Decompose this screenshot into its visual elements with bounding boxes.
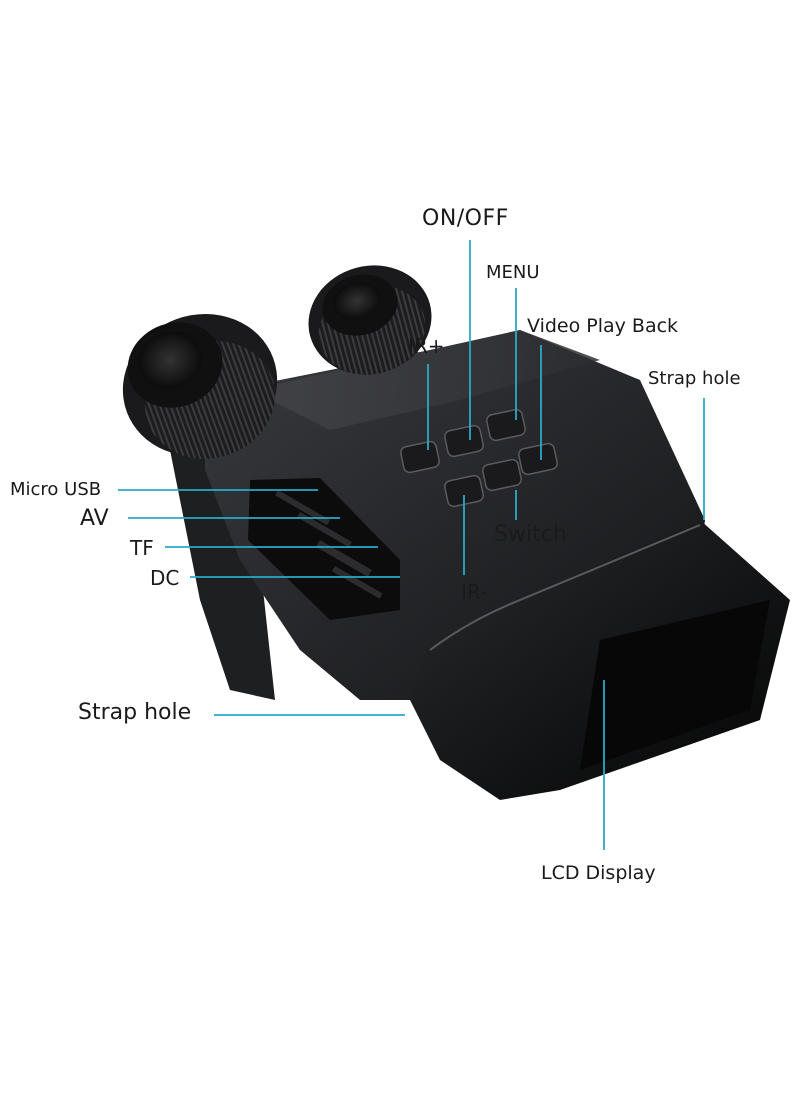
label-strap-hole-top: Strap hole: [648, 368, 741, 389]
right-eyepiece: [308, 265, 432, 375]
label-dc: DC: [150, 566, 180, 590]
label-micro-usb: Micro USB: [10, 479, 102, 500]
ir-minus-button[interactable]: [444, 474, 485, 508]
left-eyepiece: [122, 314, 278, 459]
label-video-play-back: Video Play Back: [527, 315, 679, 337]
switch-button[interactable]: [482, 458, 523, 492]
label-menu: MENU: [486, 262, 540, 283]
label-lcd-display: LCD Display: [541, 862, 656, 884]
callout-lines: [118, 240, 705, 850]
label-ir-minus: IR-: [461, 580, 488, 604]
label-tf: TF: [130, 536, 154, 560]
label-ir-plus: IR+: [408, 334, 445, 358]
port-panel: [248, 478, 400, 620]
label-switch: Switch: [494, 522, 567, 547]
label-on-off: ON/OFF: [422, 206, 509, 231]
label-strap-hole-bottom: Strap hole: [78, 700, 192, 725]
label-av: AV: [80, 506, 109, 531]
ir-plus-button[interactable]: [400, 440, 441, 474]
on-off-button[interactable]: [444, 424, 485, 458]
video-playback-button[interactable]: [518, 442, 559, 476]
lcd-hood: [410, 520, 790, 800]
top-surface: [250, 330, 600, 430]
